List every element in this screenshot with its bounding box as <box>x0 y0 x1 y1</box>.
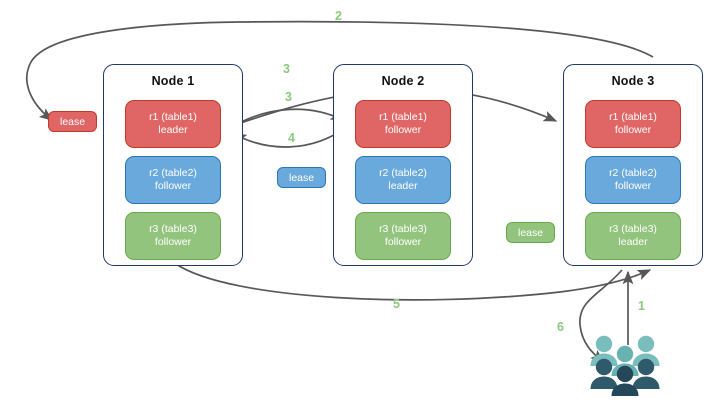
range-r1-node2[interactable]: r1 (table1) follower <box>355 100 451 148</box>
step-label-2: 2 <box>335 9 342 23</box>
range-r3-node1[interactable]: r3 (table3) follower <box>125 212 221 260</box>
step-label-4: 4 <box>288 131 295 145</box>
edge-step-3-node1-to-node2 <box>227 108 345 130</box>
step-label-6: 6 <box>557 320 564 334</box>
edge-step-5 <box>175 263 652 301</box>
range-name: r1 (table1) <box>379 111 427 123</box>
range-name: r1 (table1) <box>149 111 197 123</box>
lease-badge-r3[interactable]: lease <box>506 222 556 243</box>
range-role: follower <box>154 236 192 248</box>
node-card-1[interactable]: Node 1 r1 (table1) leader r2 (table2) fo… <box>103 64 243 266</box>
range-role: follower <box>614 180 652 192</box>
edge-step-6 <box>579 269 623 363</box>
range-name: r2 (table2) <box>149 167 197 179</box>
step-label-3-upper: 3 <box>283 62 290 76</box>
range-name: r2 (table2) <box>609 167 657 179</box>
step-label-5: 5 <box>393 297 400 311</box>
edge-step-2 <box>26 20 654 121</box>
range-role: follower <box>384 236 422 248</box>
range-r1-node1[interactable]: r1 (table1) leader <box>125 100 221 148</box>
range-name: r3 (table3) <box>379 223 427 235</box>
node-card-3[interactable]: Node 3 r1 (table1) follower r2 (table2) … <box>563 64 703 266</box>
range-role: follower <box>154 180 192 192</box>
lease-badge-r1[interactable]: lease <box>48 111 98 132</box>
node-title: Node 2 <box>381 74 425 88</box>
range-role: follower <box>384 124 422 136</box>
node-title: Node 3 <box>611 74 655 88</box>
range-role: follower <box>614 124 652 136</box>
range-name: r2 (table2) <box>379 167 427 179</box>
range-r2-node1[interactable]: r2 (table2) follower <box>125 156 221 204</box>
users-group-icon <box>590 335 660 396</box>
range-name: r3 (table3) <box>149 223 197 235</box>
range-name: r1 (table1) <box>609 111 657 123</box>
range-role: leader <box>158 124 188 136</box>
range-r1-node3[interactable]: r1 (table1) follower <box>585 100 681 148</box>
step-label-1: 1 <box>638 299 645 313</box>
range-r2-node3[interactable]: r2 (table2) follower <box>585 156 681 204</box>
range-role: leader <box>618 236 648 248</box>
range-r2-node2[interactable]: r2 (table2) leader <box>355 156 451 204</box>
range-r3-node2[interactable]: r3 (table3) follower <box>355 212 451 260</box>
range-name: r3 (table3) <box>609 223 657 235</box>
lease-badge-r2[interactable]: lease <box>277 167 327 188</box>
step-label-3-lower: 3 <box>285 90 292 104</box>
range-role: leader <box>388 180 418 192</box>
node-title: Node 1 <box>151 74 195 88</box>
range-r3-node3[interactable]: r3 (table3) leader <box>585 212 681 260</box>
node-card-2[interactable]: Node 2 r1 (table1) follower r2 (table2) … <box>333 64 473 266</box>
